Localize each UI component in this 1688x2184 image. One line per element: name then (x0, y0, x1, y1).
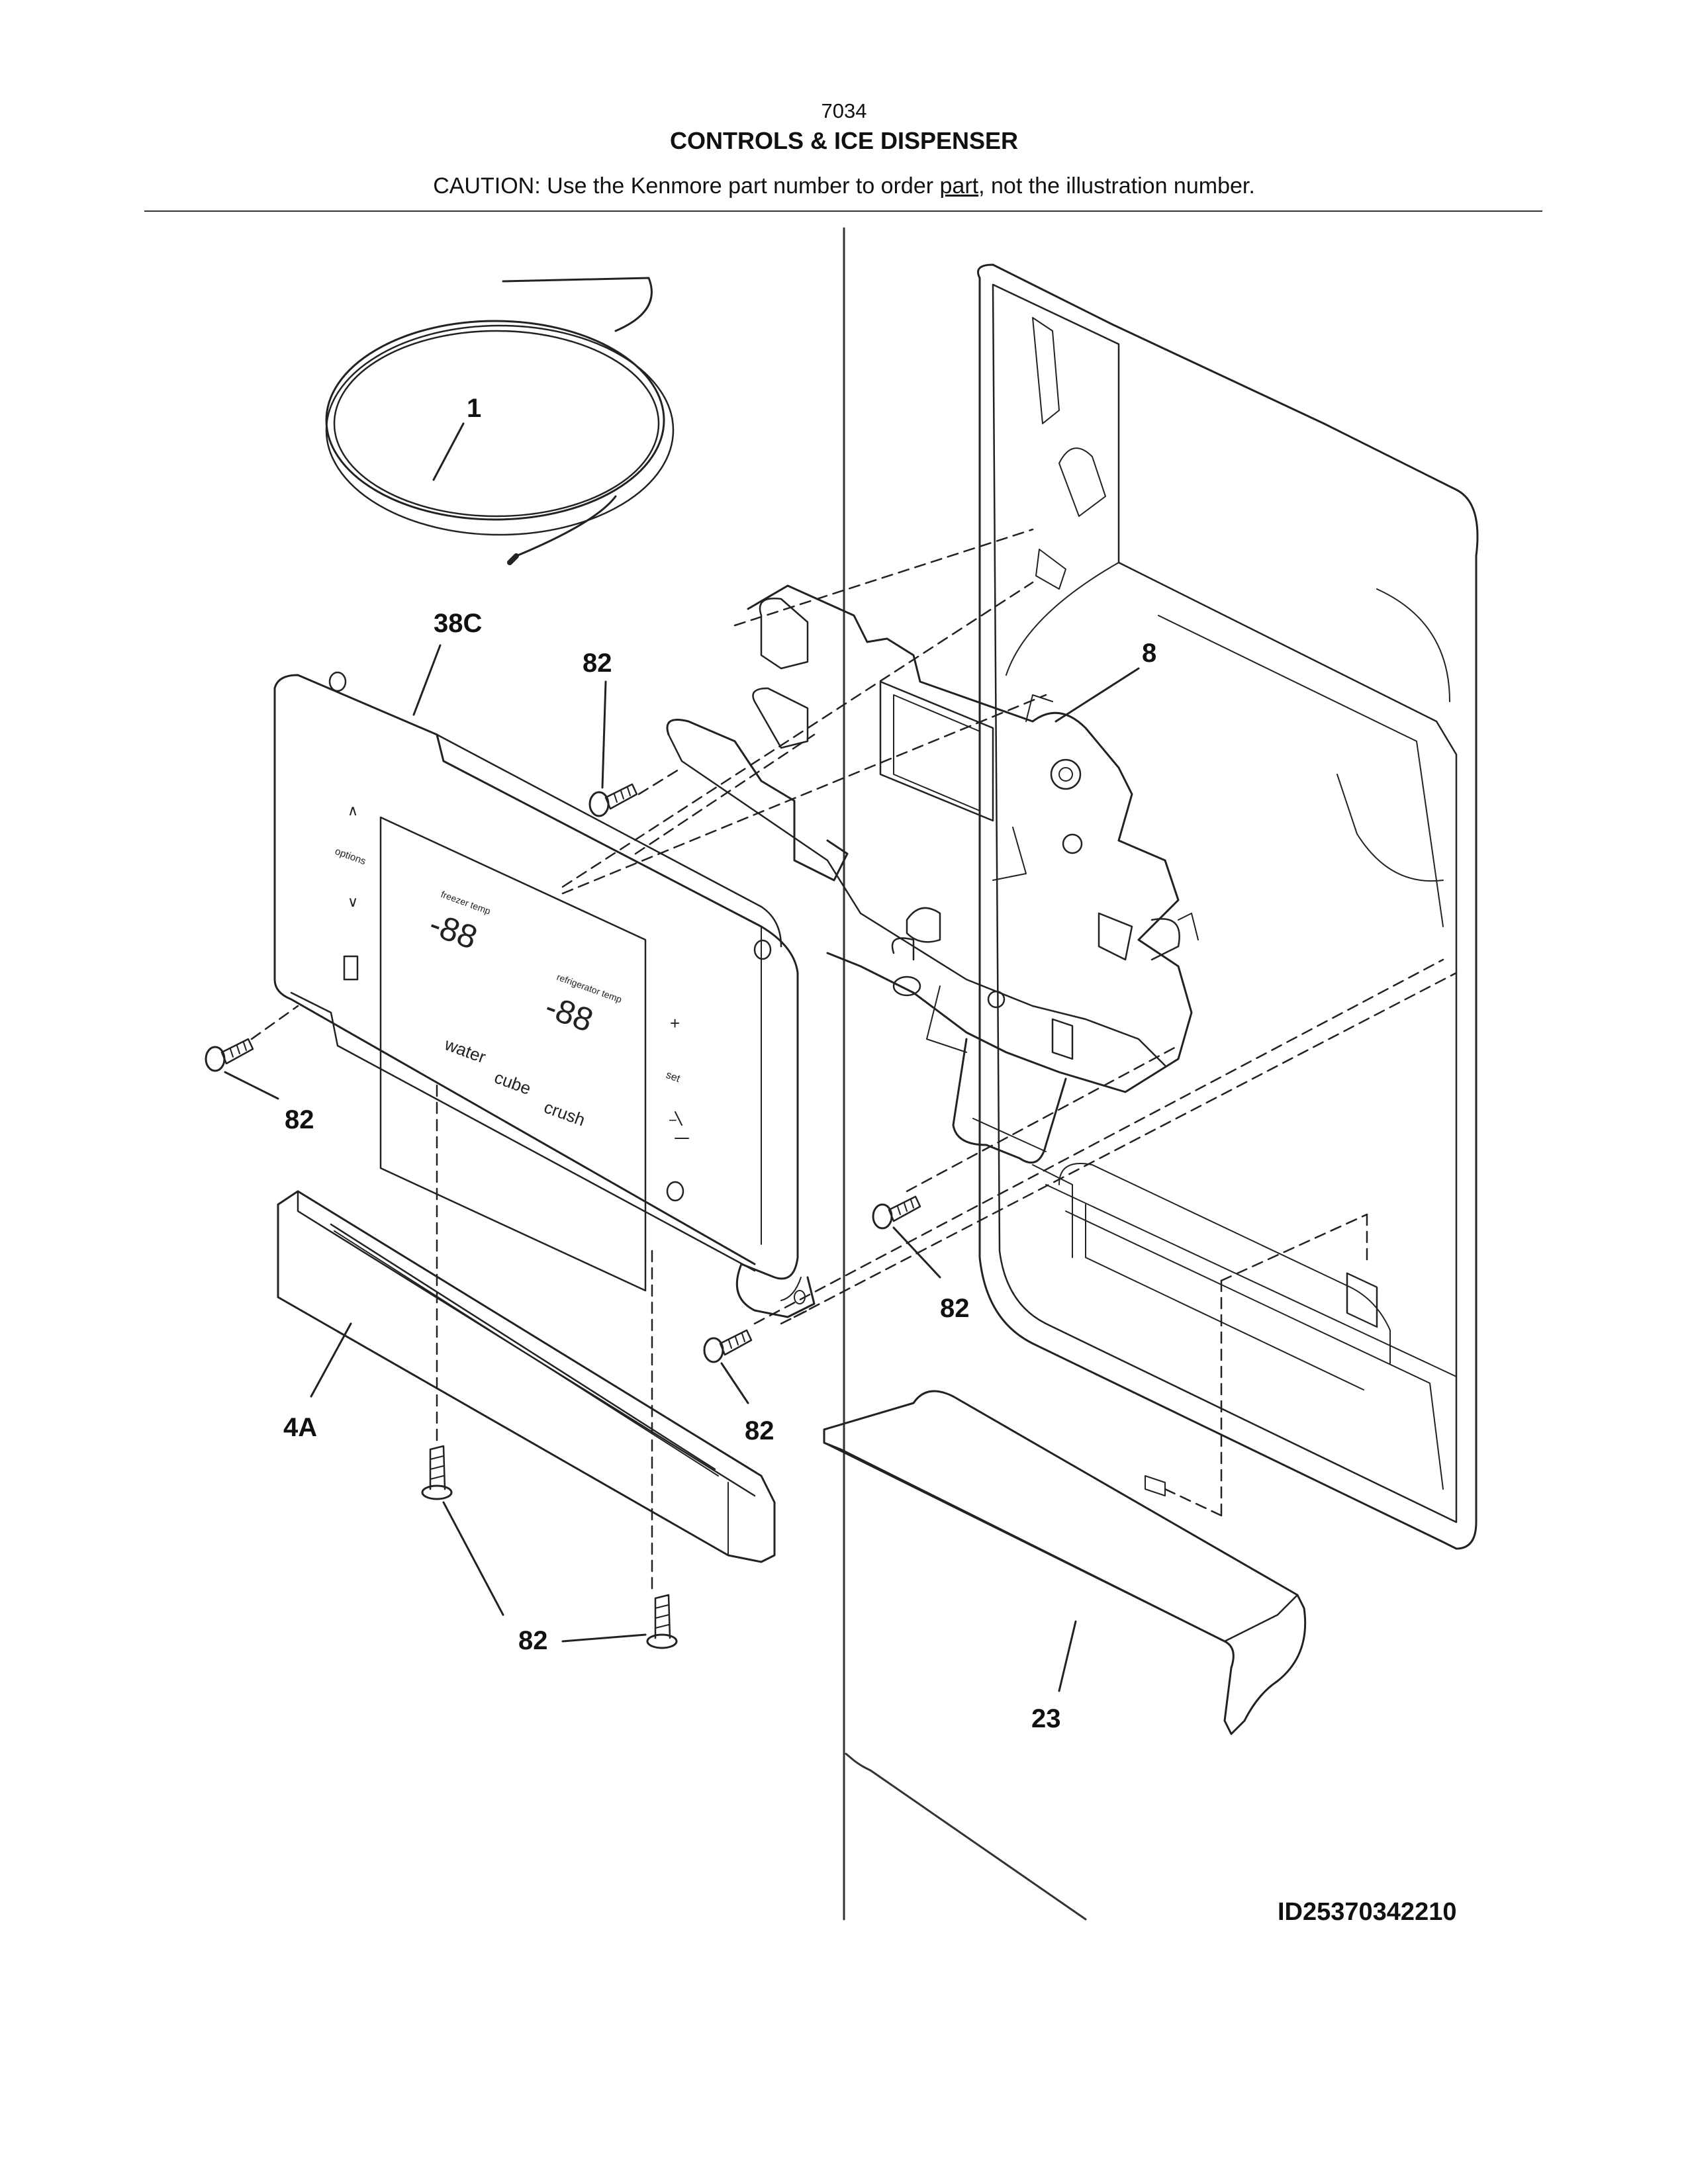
leader-line-4a (310, 1322, 352, 1398)
leader-line-8 (1055, 667, 1140, 723)
leader-line-82-left (224, 1071, 279, 1100)
panel-down-arrow: ∨ (348, 893, 358, 910)
panel-set-label: set (665, 1069, 682, 1085)
callout-1: 1 (467, 394, 481, 423)
leader-line-82-bottom-a (442, 1501, 504, 1616)
screw-bottom-right (646, 1594, 678, 1649)
trim-strip-4a (277, 1190, 776, 1563)
callout-82-mid: 82 (745, 1416, 774, 1445)
caution-note: CAUTION: Use the Kenmore part number to … (0, 173, 1688, 199)
control-panel-38c (273, 671, 816, 1318)
dispenser-assembly-8 (666, 584, 1199, 1164)
page-title: CONTROLS & ICE DISPENSER (669, 127, 1019, 154)
leader-line-82-mid (720, 1362, 749, 1404)
drawing-id: ID25370342210 (1278, 1898, 1457, 1926)
callout-23: 23 (1031, 1704, 1061, 1733)
screw-right (872, 1195, 921, 1230)
water-tubing-coil (325, 277, 675, 565)
panel-display-right: -88 (540, 988, 598, 1039)
lower-door-edge (845, 1752, 1087, 1921)
panel-water-label: water (442, 1034, 489, 1067)
callout-82-top: 82 (583, 649, 612, 678)
drip-tray-23 (823, 1390, 1307, 1735)
screw-left (205, 1038, 254, 1072)
callout-8: 8 (1142, 639, 1156, 668)
callout-4a: 4A (283, 1413, 317, 1442)
leader-line-82-bottom-b (561, 1633, 647, 1643)
panel-cube-label: cube (492, 1067, 534, 1098)
panel-minus-label: − (669, 1112, 677, 1128)
panel-options-label: options (334, 846, 367, 868)
callout-82-right: 82 (940, 1294, 970, 1323)
panel-up-arrow: ∧ (348, 802, 358, 819)
leader-line-23 (1058, 1620, 1077, 1692)
callout-38c: 38C (434, 609, 482, 638)
leader-line-82-top (601, 680, 607, 789)
leader-line-38c (412, 644, 442, 716)
screw-mid (703, 1329, 753, 1363)
caution-text: CAUTION: Use the Kenmore part number to … (433, 173, 940, 199)
callout-82-bottom: 82 (518, 1626, 548, 1655)
panel-display-left: -88 (424, 905, 482, 956)
panel-crush-label: crush (541, 1097, 588, 1130)
dispenser-housing (977, 263, 1479, 1550)
leader-line-82-right (892, 1226, 941, 1279)
callout-82-left: 82 (285, 1105, 314, 1134)
panel-plus-label: + (670, 1013, 680, 1033)
screw-bottom-left (421, 1445, 453, 1500)
screw-top (588, 783, 638, 817)
assembly-guide-lines (250, 528, 1458, 1590)
caution-text-end: , not the illustration number. (978, 173, 1255, 199)
header-rule (144, 210, 1542, 212)
page-number: 7034 (821, 99, 867, 122)
caution-part-word: part (939, 173, 979, 199)
leader-line-1 (432, 422, 465, 481)
